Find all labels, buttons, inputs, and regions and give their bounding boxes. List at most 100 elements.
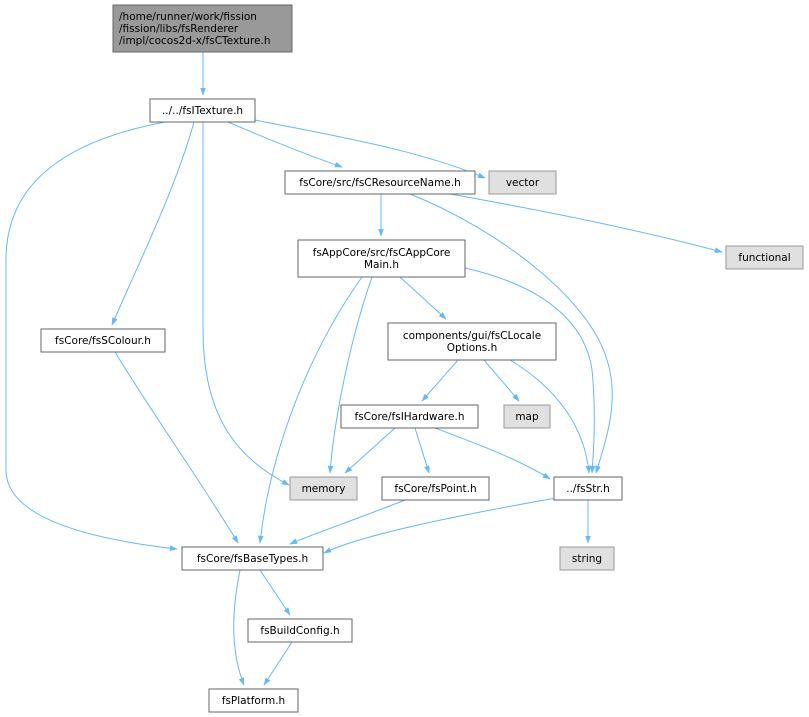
edge-line xyxy=(434,427,551,480)
edge-line xyxy=(5,121,178,551)
node-label: fsPlatform.h xyxy=(222,695,285,707)
edge-fsBaseTypes-to-fsBuildConfig xyxy=(259,569,291,616)
node-label: ../fsStr.h xyxy=(566,483,610,495)
edge-fsCAppCoreMain-to-fsCLocaleOptions xyxy=(399,276,447,320)
node-box xyxy=(387,322,557,361)
node-fsITexture[interactable]: ../../fsITexture.h xyxy=(149,98,256,123)
node-fsCResourceName[interactable]: fsCore/src/fsCResourceName.h xyxy=(284,170,476,195)
edge-line xyxy=(114,351,239,544)
edge-fsIHardware-to-fsPoint xyxy=(414,427,430,474)
edge-fsCLocaleOptions-to-fsIHardware xyxy=(421,359,459,402)
node-box xyxy=(40,328,166,353)
edge-line xyxy=(509,359,592,474)
edge-line xyxy=(421,359,459,402)
node-label: vector xyxy=(506,177,540,189)
node-label: functional xyxy=(738,252,790,264)
edge-line xyxy=(289,499,406,545)
edge-line xyxy=(464,267,596,474)
node-box xyxy=(208,688,299,713)
node-box xyxy=(553,476,623,501)
node-box xyxy=(297,239,466,278)
edge-fsITexture-to-fsBaseTypes xyxy=(5,121,178,551)
node-box xyxy=(112,4,293,53)
edge-fsIHardware-to-memory xyxy=(344,427,396,474)
node-label: fsCore/fsSColour.h xyxy=(55,335,151,347)
edge-line xyxy=(344,427,396,474)
edge-fsCAppCoreMain-to-memory xyxy=(327,276,373,474)
edge-line xyxy=(257,276,363,544)
edge-fsCAppCoreMain-to-fsStr xyxy=(464,267,596,474)
edge-fsITexture-to-fsCResourceName xyxy=(227,121,343,168)
edge-fsCResourceName-to-fsStr xyxy=(409,193,613,474)
node-label: fsCore/fsIHardware.h xyxy=(355,411,465,423)
edge-fsBuildConfig-to-fsPlatform xyxy=(263,641,293,686)
node-fsBuildConfig[interactable]: fsBuildConfig.h xyxy=(247,618,353,643)
node-box xyxy=(488,170,557,195)
edge-line xyxy=(263,641,293,686)
node-box xyxy=(559,546,615,571)
edge-line xyxy=(483,359,520,402)
node-label: components/gui/fsCLocale xyxy=(403,330,541,342)
node-label: Main.h xyxy=(364,259,399,271)
edge-line xyxy=(233,569,245,686)
node-box xyxy=(289,476,358,501)
node-box xyxy=(381,476,490,501)
node-box xyxy=(247,618,353,643)
node-box xyxy=(340,404,479,429)
edge-fsSColour-to-fsBaseTypes xyxy=(114,351,239,544)
edge-fsPoint-to-fsBaseTypes xyxy=(289,499,406,545)
edge-fsITexture-to-vector xyxy=(254,119,486,179)
node-string: string xyxy=(559,546,615,571)
edge-fsITexture-to-memory xyxy=(202,122,290,486)
node-memory: memory xyxy=(289,476,358,501)
edge-fsStr-to-fsBaseTypes xyxy=(323,497,557,554)
node-map: map xyxy=(503,404,551,429)
node-label: ../../fsITexture.h xyxy=(162,105,243,117)
node-label: /impl/cocos2d-x/fsCTexture.h xyxy=(119,35,270,47)
node-box xyxy=(181,546,324,571)
node-label: fsAppCore/src/fsCAppCore xyxy=(313,247,451,259)
node-label: Options.h xyxy=(447,342,498,354)
node-label: map xyxy=(515,411,539,423)
node-label: fsCore/src/fsCResourceName.h xyxy=(299,177,461,189)
edge-fsCAppCoreMain-to-fsBaseTypes xyxy=(257,276,363,544)
edge-line xyxy=(414,427,430,474)
node-functional: functional xyxy=(725,245,804,270)
node-fsPoint[interactable]: fsCore/fsPoint.h xyxy=(381,476,490,501)
node-fsIHardware[interactable]: fsCore/fsIHardware.h xyxy=(340,404,479,429)
edge-line xyxy=(254,119,486,179)
node-box xyxy=(503,404,551,429)
node-fsPlatform[interactable]: fsPlatform.h xyxy=(208,688,299,713)
edge-line xyxy=(399,276,447,320)
node-box xyxy=(149,98,256,123)
node-fsSColour[interactable]: fsCore/fsSColour.h xyxy=(40,328,166,353)
edge-line xyxy=(202,122,290,486)
edge-line xyxy=(323,497,557,554)
node-label: /home/runner/work/fission xyxy=(119,11,257,23)
node-label: memory xyxy=(302,483,346,495)
node-fsBaseTypes[interactable]: fsCore/fsBaseTypes.h xyxy=(181,546,324,571)
node-fsStr[interactable]: ../fsStr.h xyxy=(553,476,623,501)
edge-fsIHardware-to-fsStr xyxy=(434,427,551,480)
edge-line xyxy=(227,121,343,168)
edge-line xyxy=(259,569,291,616)
node-box xyxy=(725,245,804,270)
node-label: fsCore/fsBaseTypes.h xyxy=(197,553,308,565)
node-vector: vector xyxy=(488,170,557,195)
node-root: /home/runner/work/fission/fission/libs/f… xyxy=(112,4,293,53)
edge-line xyxy=(449,193,723,253)
edge-fsCResourceName-to-functional xyxy=(449,193,723,253)
node-label: /fission/libs/fsRenderer xyxy=(119,23,239,35)
edge-line xyxy=(409,193,613,474)
edge-fsBaseTypes-to-fsPlatform xyxy=(233,569,245,686)
node-box xyxy=(284,170,476,195)
node-label: string xyxy=(572,553,602,565)
edge-fsCLocaleOptions-to-map xyxy=(483,359,520,402)
node-label: fsBuildConfig.h xyxy=(260,625,339,637)
edge-line xyxy=(111,121,195,326)
edge-fsITexture-to-fsSColour xyxy=(111,121,195,326)
edge-line xyxy=(327,276,373,474)
